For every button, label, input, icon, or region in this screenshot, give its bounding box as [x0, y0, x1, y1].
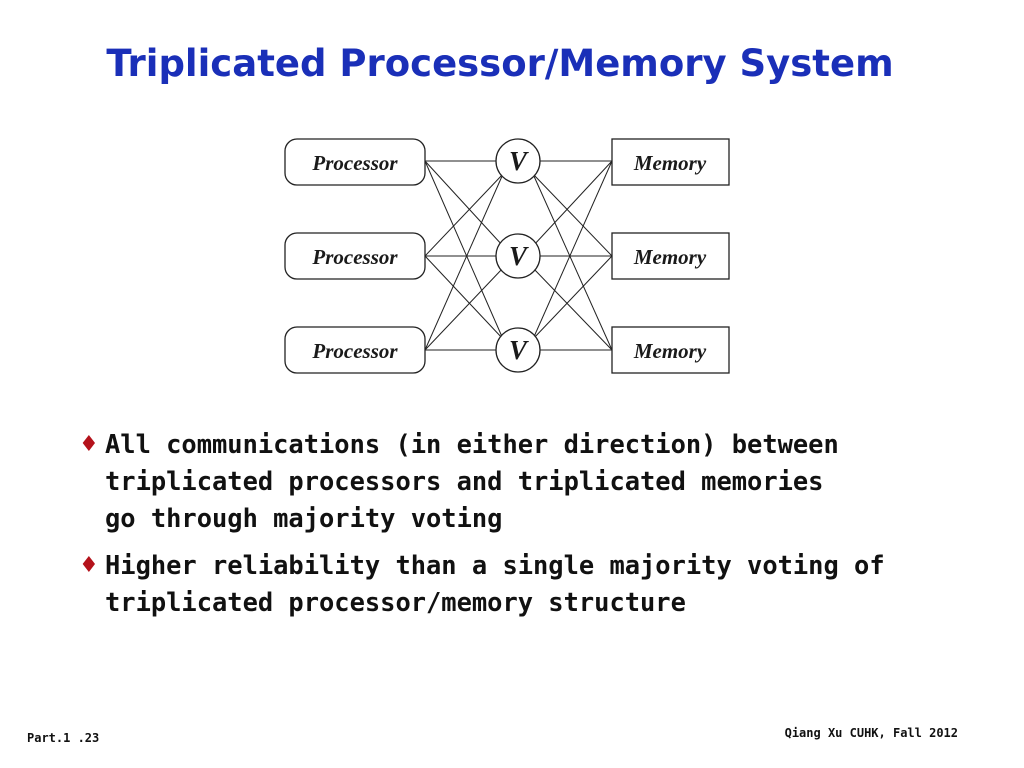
slide-title: Triplicated Processor/Memory System	[106, 42, 894, 85]
processor-label: Processor	[311, 151, 398, 175]
slide-number: Part.1 .23	[27, 731, 100, 745]
bullet-line: triplicated processors and triplicated m…	[105, 466, 824, 496]
connection-lines	[424, 160, 613, 351]
bullet-item: ♦ All communications (in either directio…	[74, 426, 954, 537]
diamond-icon: ♦	[79, 432, 99, 457]
memory-node: Memory	[611, 326, 730, 374]
memory-label: Memory	[633, 339, 707, 363]
memory-label: Memory	[633, 151, 707, 175]
bullet-item: ♦ Higher reliability than a single major…	[74, 547, 954, 621]
processor-label: Processor	[311, 339, 398, 363]
voter-node: V	[495, 327, 541, 373]
voter-node: V	[495, 233, 541, 279]
processor-node: Processor	[284, 326, 426, 374]
voter-label: V	[509, 146, 529, 176]
voter-label: V	[509, 335, 529, 365]
voter-label: V	[509, 241, 529, 271]
bullet-line: triplicated processor/memory structure	[105, 587, 686, 617]
processor-label: Processor	[311, 245, 398, 269]
footer-credit: Qiang Xu CUHK, Fall 2012	[784, 726, 958, 740]
bullet-list: ♦ All communications (in either directio…	[74, 426, 954, 631]
processor-node: Processor	[284, 138, 426, 186]
bullet-line: Higher reliability than a single majorit…	[105, 550, 885, 580]
bullet-line: go through majority voting	[105, 503, 503, 533]
memory-node: Memory	[611, 232, 730, 280]
processor-node: Processor	[284, 232, 426, 280]
voter-node: V	[495, 138, 541, 184]
bullet-line: All communications (in either direction)…	[105, 429, 839, 459]
diamond-icon: ♦	[79, 553, 99, 578]
memory-label: Memory	[633, 245, 707, 269]
memory-node: Memory	[611, 138, 730, 186]
